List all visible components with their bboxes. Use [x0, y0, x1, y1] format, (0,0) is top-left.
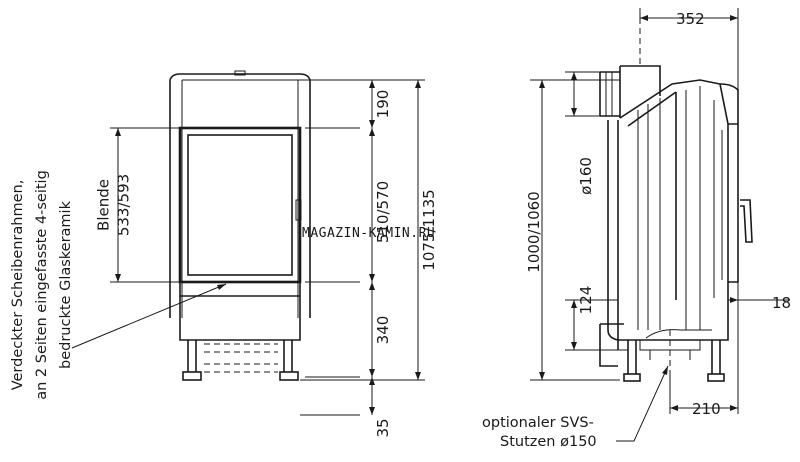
dim-340: 340	[374, 316, 392, 345]
front-foot-right	[279, 371, 299, 381]
dim-124: 124	[577, 286, 595, 315]
dim-35: 35	[374, 418, 392, 437]
front-foot-left	[182, 371, 202, 381]
side-svs-stub	[639, 329, 712, 360]
front-extension-lines	[110, 79, 425, 416]
front-dimension-arrows	[115, 80, 421, 415]
side-flue-pipe	[599, 65, 661, 118]
side-dimension-lines	[541, 17, 790, 409]
blende-value: 533/593	[115, 174, 133, 236]
note-line-1: Verdeckter Scheibenrahmen,	[10, 180, 26, 391]
side-door-inner	[713, 100, 723, 298]
side-main-body	[617, 120, 729, 350]
front-top-knob	[234, 70, 246, 76]
svs-note-line-1: optionaler SVS-	[482, 415, 594, 431]
side-foot-front	[707, 373, 725, 382]
note-leader-line	[71, 283, 227, 349]
note-leader-arrow	[217, 284, 226, 290]
dim-1000-1060: 1000/1060	[525, 191, 543, 272]
dim-510-570: 510/570	[374, 181, 392, 243]
frame-note: Verdeckter Scheibenrahmen, an 2 Seiten e…	[10, 170, 227, 400]
side-back-panel	[607, 120, 619, 341]
front-glass-panel	[187, 134, 293, 276]
front-door-frame	[178, 126, 302, 284]
side-top-hood	[619, 79, 729, 300]
svs-leader-arrow	[662, 366, 668, 375]
front-view: 190 510/570 340 35 1075/1135 Blende 533/…	[95, 70, 438, 438]
dim-210: 210	[692, 400, 721, 418]
side-ribs	[637, 86, 701, 330]
dim-352: 352	[676, 10, 705, 28]
front-dashed-base	[204, 343, 278, 373]
side-front-door	[719, 83, 739, 283]
side-handle	[740, 199, 753, 243]
dim-160: ø160	[577, 157, 595, 195]
front-dimension-lines	[117, 80, 419, 415]
side-foot-back	[623, 373, 641, 382]
front-legs	[187, 340, 293, 372]
side-view: 352 ø160 1000/1060 124 18 210 optionaler…	[482, 8, 791, 450]
front-door-handle	[295, 199, 302, 221]
side-base	[599, 323, 721, 374]
watermark: MAGAZIN-KAMIN.RU	[302, 226, 435, 241]
svs-note-line-2: Stutzen ø150	[500, 434, 597, 450]
svs-leader-line	[616, 365, 669, 442]
note-line-3: bedruckte Glaskeramik	[58, 200, 74, 369]
dim-18: 18	[772, 294, 791, 312]
dim-1075-1135: 1075/1135	[420, 189, 438, 270]
side-flue-inner	[605, 72, 613, 116]
dim-190: 190	[374, 90, 392, 119]
note-line-2: an 2 Seiten eingefasste 4-seitig	[34, 170, 50, 400]
front-lower-section	[179, 282, 301, 341]
blende-label: Blende	[95, 179, 113, 231]
front-outer-body	[169, 73, 311, 318]
